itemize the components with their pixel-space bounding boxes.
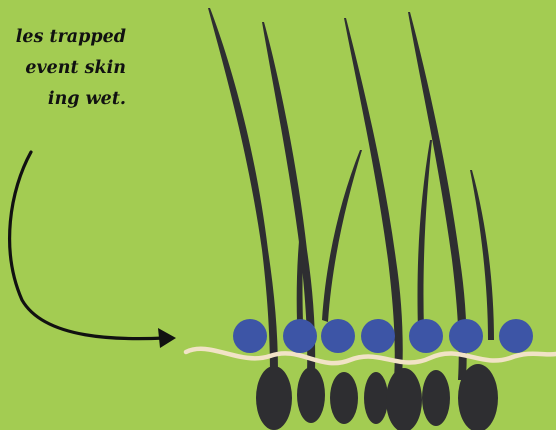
hair-follicle-icon bbox=[458, 364, 498, 430]
hair-follicle-icon bbox=[386, 368, 422, 430]
curved-arrow-icon bbox=[10, 152, 176, 348]
air-bubble-icon bbox=[409, 319, 443, 353]
air-bubble-icon bbox=[499, 319, 533, 353]
hair-strand-7 bbox=[470, 170, 494, 340]
hair-strand-6 bbox=[418, 140, 433, 330]
air-bubble-icon bbox=[283, 319, 317, 353]
hair-follicle-icon bbox=[422, 370, 450, 426]
hair-strand-1 bbox=[208, 8, 278, 372]
hair-follicle-icon bbox=[297, 367, 325, 423]
hair-follicle-icon bbox=[256, 366, 292, 430]
air-bubble-icon bbox=[449, 319, 483, 353]
air-bubble-icon bbox=[233, 319, 267, 353]
air-bubble-icon bbox=[321, 319, 355, 353]
hair-follicle-icon bbox=[330, 372, 358, 424]
hair-strand-5 bbox=[322, 150, 362, 322]
air-bubble-icon bbox=[361, 319, 395, 353]
hair-follicle-icon bbox=[364, 372, 388, 424]
